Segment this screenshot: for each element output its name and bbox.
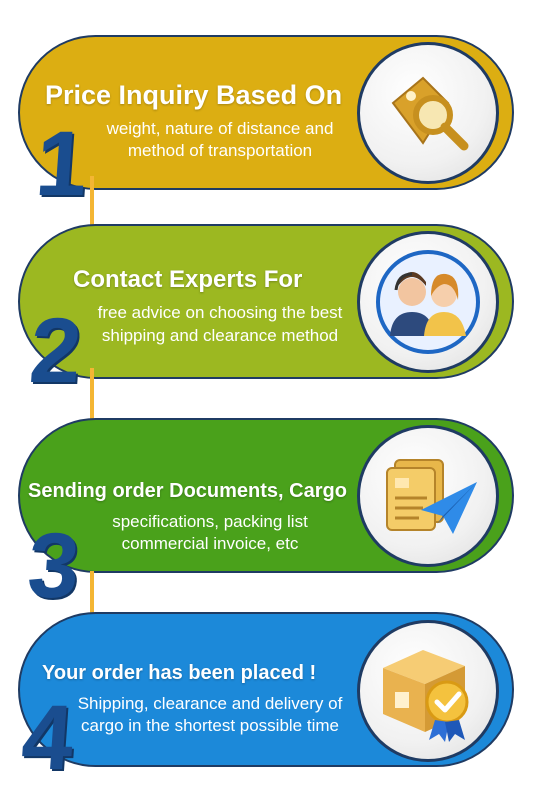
package-badge-icon [383, 650, 469, 742]
step-2-description-line-2: shipping and clearance method [101, 326, 339, 345]
step-3-number: 3 [24, 515, 83, 617]
step-4-description-line-1: Shipping, clearance and delivery of [77, 694, 343, 713]
step-1-description-line-1: weight, nature of distance and [106, 119, 334, 138]
support-agents-icon [376, 250, 480, 354]
step-3-description-line-2: commercial invoice, etc [121, 534, 299, 553]
connector-arrow-2 [90, 368, 94, 430]
documents-paper-plane-icon [386, 459, 477, 534]
step-1-description-line-2: method of transportation [127, 141, 313, 160]
step-1-icon-circle [357, 42, 499, 184]
connector-arrow-3 [90, 571, 94, 623]
step-4-icon-circle [357, 620, 499, 762]
step-3-description-line-1: specifications, packing list [112, 512, 308, 531]
price-tag-magnifier-icon [391, 76, 469, 151]
step-1-title: Price Inquiry Based On [45, 80, 343, 110]
step-2-icon-circle [357, 231, 499, 373]
step-2-title: Contact Experts For [73, 266, 303, 293]
step-2-description-line-1: free advice on choosing the best [97, 303, 343, 322]
connector-arrow-1 [90, 176, 94, 236]
step-4-title: Your order has been placed ! [42, 662, 317, 684]
step-3-icon-circle [357, 425, 499, 567]
step-4-description-line-2: cargo in the shortest possible time [81, 716, 339, 735]
step-3-title: Sending order Documents, Cargo [28, 480, 347, 502]
